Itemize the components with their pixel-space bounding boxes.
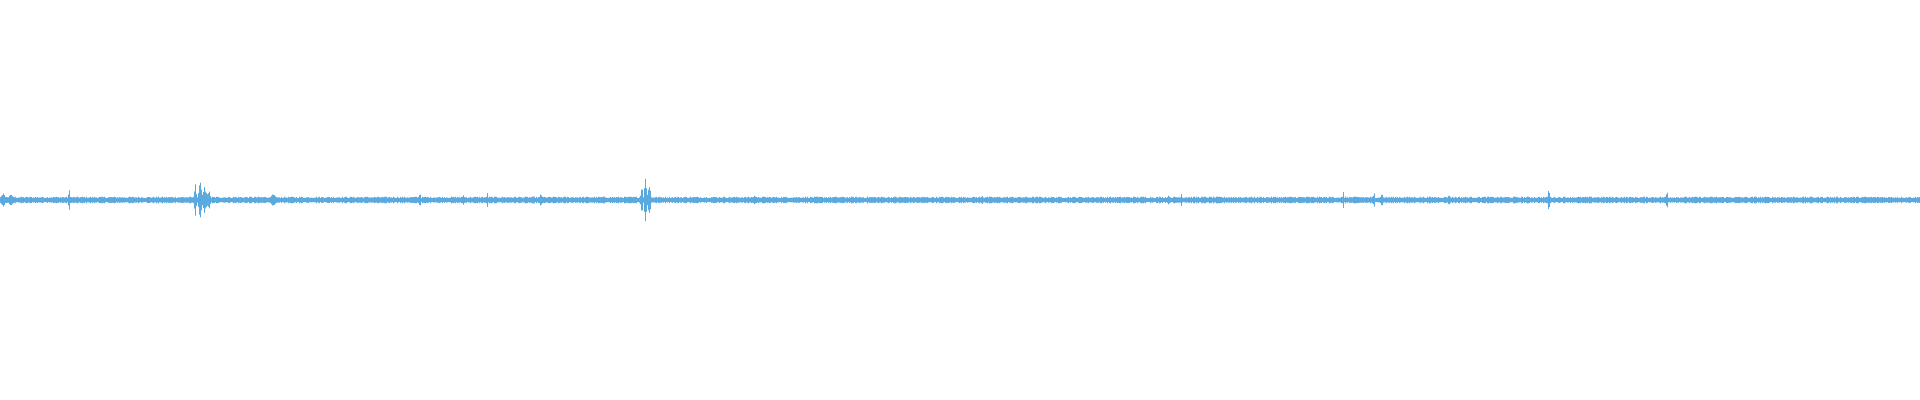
waveform-trace bbox=[0, 178, 1920, 222]
